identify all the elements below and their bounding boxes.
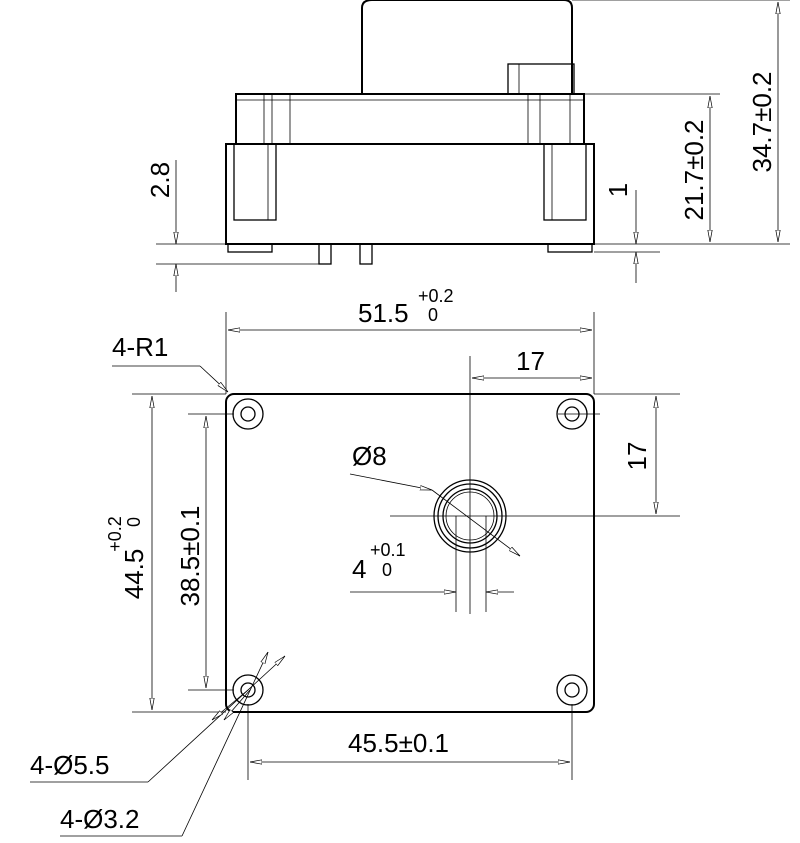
label-inner-hole: 4-Ø3.2 (60, 804, 140, 834)
dim-flat-tol-lower: 0 (382, 560, 392, 580)
dim-flat-tol-upper: +0.1 (370, 540, 406, 560)
dim-flat-main: 4 (352, 554, 366, 584)
dim-height-tol-lower: 0 (124, 517, 144, 527)
mounting-hole-tl (232, 398, 264, 430)
top-view: 51.5 +0.2 0 4-R1 17 17 Ø8 4 +0.1 0 44.5 … (30, 286, 680, 837)
dim-shaft-offset-x: 17 (516, 346, 545, 376)
dim-base-thickness: 2.8 (145, 162, 175, 198)
dim-hole-spacing-v: 38.5±0.1 (175, 505, 205, 606)
side-view: 34.7±0.2 21.7±0.2 1 2.8 (145, 0, 790, 292)
dim-height-main: 44.5 (119, 549, 149, 600)
dim-hole-spacing-h: 45.5±0.1 (348, 728, 449, 758)
dim-shaft-offset-y: 17 (622, 442, 652, 471)
label-corner-radius: 4-R1 (112, 332, 168, 362)
mounting-hole-br (556, 674, 588, 706)
dim-width-tol-lower: 0 (428, 305, 438, 325)
dim-shaft-diameter: Ø8 (352, 441, 387, 471)
dim-width-tol-upper: +0.2 (418, 286, 454, 306)
dim-total-height: 34.7±0.2 (747, 71, 777, 172)
dim-body-height: 21.7±0.2 (679, 119, 709, 220)
label-outer-hole: 4-Ø5.5 (30, 750, 110, 780)
dim-pin-length: 1 (603, 183, 633, 197)
dim-height-tol-upper: +0.2 (105, 516, 125, 552)
dim-width-main: 51.5 (358, 298, 409, 328)
